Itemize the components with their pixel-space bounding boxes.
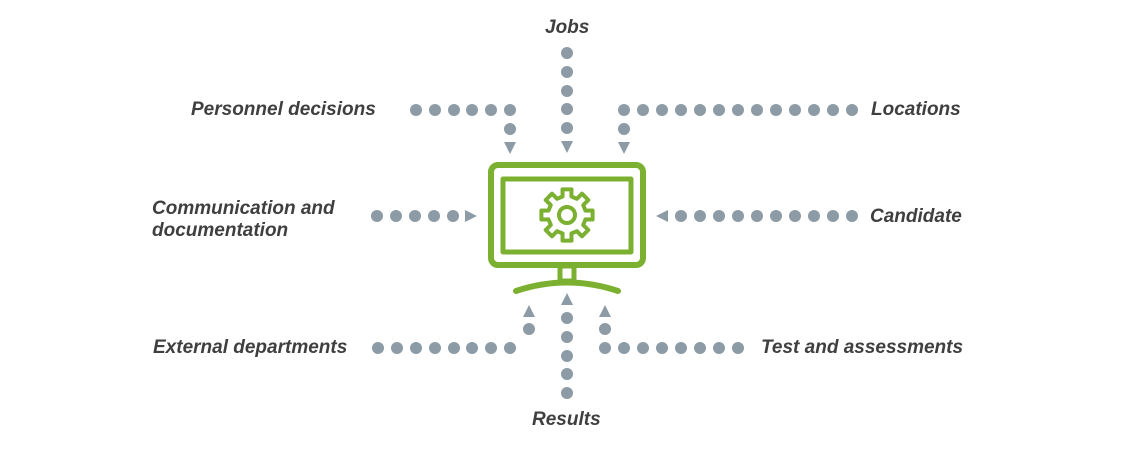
label-communication-and-documentation: Communication and documentation <box>152 198 335 242</box>
gear-outline <box>539 187 595 243</box>
arrow-test-and-assessments <box>599 305 611 317</box>
arrow-results <box>561 293 573 305</box>
label-jobs: Jobs <box>545 17 590 38</box>
label-communication-line2: documentation <box>152 220 289 241</box>
connector-dot-candidate <box>751 210 763 222</box>
monitor-stand <box>513 279 621 294</box>
connector-dot-external-departments <box>448 342 460 354</box>
connector-dot-locations <box>751 104 763 116</box>
connector-dot-candidate <box>694 210 706 222</box>
connector-dot-results <box>561 368 573 380</box>
monitor-gear-icon <box>488 162 646 294</box>
connector-dot-locations <box>789 104 801 116</box>
connector-dot-personnel-decisions <box>504 123 516 135</box>
connector-dot-candidate <box>675 210 687 222</box>
connector-dot-locations <box>694 104 706 116</box>
gear-hole <box>557 205 577 225</box>
connector-dot-test-and-assessments <box>618 342 630 354</box>
connector-dot-results <box>561 312 573 324</box>
connector-dot-locations <box>656 104 668 116</box>
connector-dot-communication <box>447 210 459 222</box>
connector-dot-external-departments <box>372 342 384 354</box>
connector-dots <box>371 47 858 399</box>
connector-dot-locations <box>808 104 820 116</box>
label-candidate: Candidate <box>870 206 962 227</box>
connector-dot-personnel-decisions <box>448 104 460 116</box>
connector-dot-locations <box>618 104 630 116</box>
label-communication-line1: Communication and <box>152 198 335 219</box>
connector-dot-jobs <box>561 66 573 78</box>
connector-dot-communication <box>428 210 440 222</box>
connector-dot-personnel-decisions <box>485 104 497 116</box>
connector-dot-candidate <box>713 210 725 222</box>
connector-dot-test-and-assessments <box>637 342 649 354</box>
label-test-and-assessments: Test and assessments <box>761 337 964 358</box>
connector-dot-test-and-assessments <box>675 342 687 354</box>
connector-dot-personnel-decisions <box>504 104 516 116</box>
connector-dot-test-and-assessments <box>694 342 706 354</box>
connector-dot-candidate <box>808 210 820 222</box>
connector-dot-external-departments <box>466 342 478 354</box>
connector-dot-candidate <box>770 210 782 222</box>
connector-dot-test-and-assessments <box>599 342 611 354</box>
monitor-screen <box>500 176 634 255</box>
connector-dot-external-departments <box>485 342 497 354</box>
connector-dot-jobs <box>561 103 573 115</box>
connector-dot-test-and-assessments <box>656 342 668 354</box>
connector-dot-results <box>561 387 573 399</box>
arrow-communication <box>465 210 477 222</box>
arrow-locations <box>618 142 630 154</box>
connector-dot-test-and-assessments <box>599 323 611 335</box>
label-external-departments: External departments <box>153 337 348 358</box>
connector-dot-locations <box>637 104 649 116</box>
connector-dot-jobs <box>561 85 573 97</box>
connector-dot-external-departments <box>429 342 441 354</box>
connector-dot-jobs <box>561 122 573 134</box>
gear-icon <box>539 187 595 243</box>
connector-dot-test-and-assessments <box>732 342 744 354</box>
connector-dot-external-departments <box>523 323 535 335</box>
connector-dot-external-departments <box>504 342 516 354</box>
label-locations: Locations <box>871 99 961 120</box>
connector-dot-locations <box>770 104 782 116</box>
monitor-neck <box>557 263 577 284</box>
connector-dot-locations <box>713 104 725 116</box>
connector-dot-personnel-decisions <box>466 104 478 116</box>
connector-dot-locations <box>618 123 630 135</box>
connector-dot-candidate <box>846 210 858 222</box>
connector-dot-candidate <box>732 210 744 222</box>
connector-dot-external-departments <box>410 342 422 354</box>
connector-dot-candidate <box>789 210 801 222</box>
connector-dot-results <box>561 350 573 362</box>
connector-dot-locations <box>732 104 744 116</box>
arrow-candidate <box>656 210 668 222</box>
connector-dot-locations <box>675 104 687 116</box>
label-results: Results <box>532 409 601 430</box>
connector-dot-personnel-decisions <box>429 104 441 116</box>
connector-dot-results <box>561 331 573 343</box>
connector-dot-communication <box>390 210 402 222</box>
connector-arrows <box>465 141 668 317</box>
connector-dot-communication <box>409 210 421 222</box>
arrow-jobs <box>561 141 573 153</box>
connector-dot-external-departments <box>391 342 403 354</box>
connector-dot-jobs <box>561 47 573 59</box>
connector-dot-communication <box>371 210 383 222</box>
connector-dot-candidate <box>827 210 839 222</box>
arrow-personnel-decisions <box>504 142 516 154</box>
arrow-external-departments <box>523 305 535 317</box>
connector-dot-locations <box>846 104 858 116</box>
connector-dot-test-and-assessments <box>713 342 725 354</box>
connector-dot-locations <box>827 104 839 116</box>
connector-dot-personnel-decisions <box>410 104 422 116</box>
label-personnel-decisions: Personnel decisions <box>191 99 376 120</box>
